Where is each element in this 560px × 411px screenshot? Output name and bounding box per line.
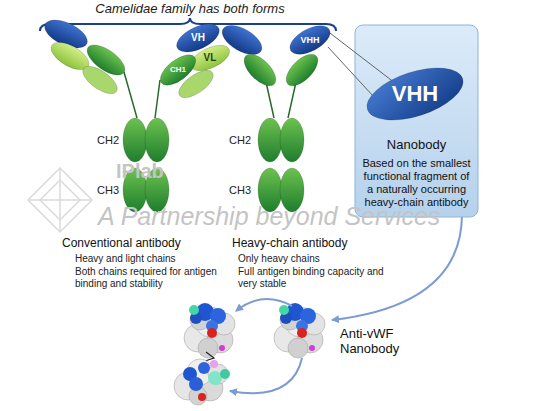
protein-structure	[189, 377, 203, 391]
protein-structure	[189, 305, 199, 315]
heavy-chain-antibody	[266, 82, 296, 118]
conventional-antibody	[123, 118, 147, 162]
protein-structure	[184, 303, 235, 358]
domain-ellipse	[361, 58, 470, 131]
watermark: IPlab	[116, 160, 164, 183]
protein-structure	[207, 328, 217, 338]
nanobody-panel-fill	[355, 25, 478, 217]
nanobody-panel: NanobodyBased on the smallest functional…	[355, 25, 478, 217]
domain-name: CH1	[170, 66, 186, 74]
domain-ellipse	[155, 49, 200, 91]
vhh-domain: VHH	[288, 25, 332, 55]
domain-label: CH3	[97, 184, 119, 196]
protein-structure	[309, 345, 315, 351]
antibody-note: Both chains required for antigen binding…	[75, 266, 235, 290]
bracket	[40, 18, 336, 31]
panel-text: Based on the smallest functional fragmen…	[360, 157, 473, 209]
domain-label: CH3	[229, 184, 251, 196]
protein-structure	[198, 362, 210, 374]
protein-structure	[210, 360, 218, 368]
protein-structure	[288, 338, 308, 358]
constant-domain: CH1	[159, 54, 197, 86]
antibody-note: Heavy and light chains	[75, 253, 176, 265]
antibody-note: Only heavy chains	[238, 253, 320, 265]
structure-label: Anti-vWF Nanobody	[340, 326, 412, 356]
protein-structure	[297, 328, 307, 338]
heavy-chain-antibody	[239, 49, 281, 91]
panel-heading: Nanobody	[355, 137, 478, 152]
cycle-arrow	[230, 214, 462, 393]
protein-structure	[174, 359, 230, 405]
cycle-arrow	[230, 358, 302, 393]
antibody-note: Full antigen binding capacity and very s…	[238, 266, 388, 290]
domain-name: VHH	[300, 36, 319, 45]
protein-structure	[174, 359, 228, 405]
protein-structure	[208, 371, 222, 385]
heavy-chain-antibody	[258, 118, 282, 162]
protein-structure	[198, 338, 218, 358]
domain-name: VL	[204, 53, 217, 63]
domain-label: CH2	[97, 134, 119, 146]
domain-name: VHH	[392, 83, 438, 105]
watermark-logo	[28, 168, 92, 232]
watermark-logo	[28, 168, 92, 232]
cycle-arrow	[236, 299, 292, 311]
heavy-chain-antibody	[280, 118, 304, 162]
domain-label: CH2	[229, 134, 251, 146]
protein-structure	[198, 393, 206, 401]
protein-structure	[219, 345, 225, 351]
antibody-name: Heavy-chain antibody	[232, 236, 347, 250]
domain-name: VH	[191, 33, 205, 43]
conventional-antibody	[78, 61, 121, 99]
conventional-antibody	[124, 72, 160, 118]
protein-structure	[274, 303, 325, 358]
domain-ellipse	[285, 20, 334, 60]
watermark-logo	[28, 168, 92, 232]
antibody-name: Conventional antibody	[62, 236, 181, 250]
heading: Camelidae family has both forms	[0, 1, 380, 16]
conventional-antibody	[145, 118, 169, 162]
nanobody-domain: VHH	[363, 65, 467, 123]
protein-structure	[220, 369, 230, 379]
protein-structure	[279, 305, 289, 315]
heavy-chain-antibody	[281, 49, 323, 91]
